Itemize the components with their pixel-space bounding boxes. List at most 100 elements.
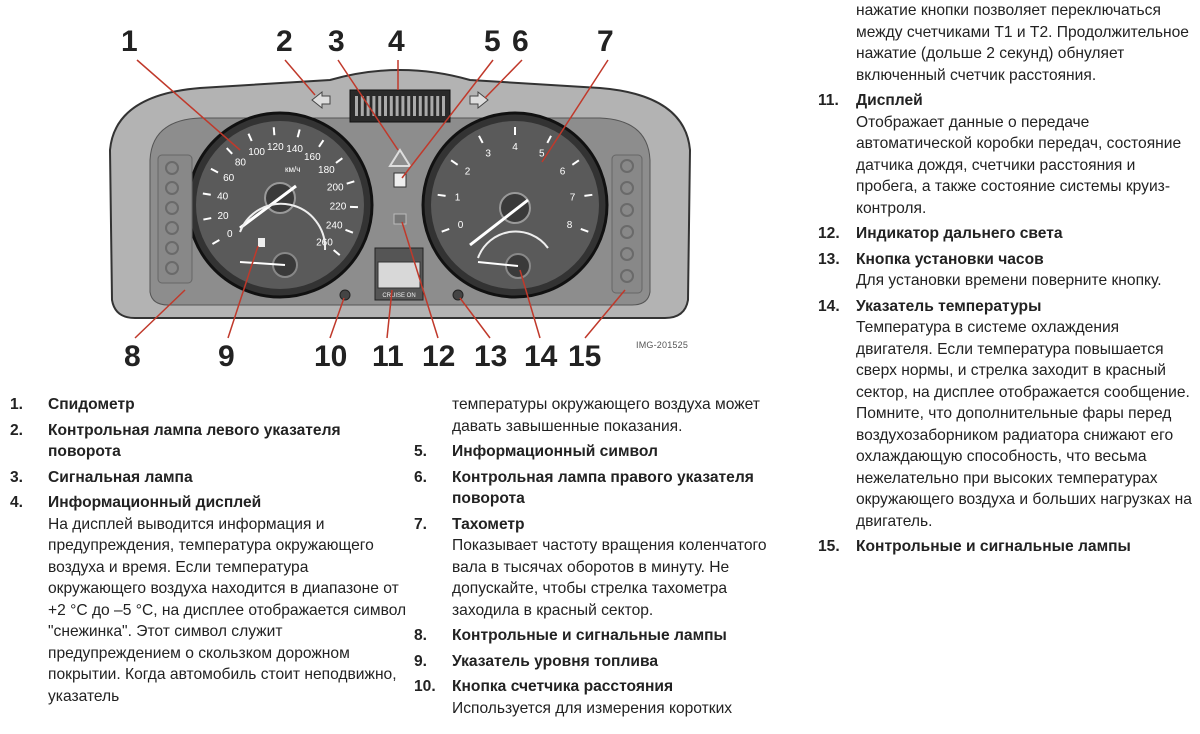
item-title: Информационный дисплей — [48, 494, 262, 511]
speed-tick — [335, 157, 343, 164]
speed-tick-label: 180 — [318, 165, 335, 176]
speed-tick-label: 200 — [327, 182, 344, 193]
continued-text: температуры окружающего воздуха может да… — [452, 396, 760, 435]
speed-tick — [211, 239, 220, 245]
item-description: Используется для измерения коротких — [452, 699, 733, 717]
right-turn-arrow-icon — [469, 90, 489, 110]
item-number: 6. — [414, 468, 428, 486]
warning-lamp-icon — [620, 247, 634, 261]
legend-item-13: 13. Кнопка установки часов Для установки… — [818, 249, 1198, 292]
item-title: Дисплей — [856, 92, 923, 109]
item-number: 11. — [818, 92, 839, 109]
legend-item-3: 3. Сигнальная лампа — [10, 467, 410, 489]
callout-10: 10 — [314, 340, 348, 373]
legend-item-15: 15. Контрольные и сигнальные лампы — [818, 536, 1198, 558]
rpm-tick-label: 8 — [567, 220, 573, 231]
rpm-tick — [571, 159, 580, 166]
display-segment — [413, 96, 416, 116]
driver-display-screen — [377, 261, 421, 289]
legend-item-10: 10. Кнопка счетчика расстояния Используе… — [414, 676, 794, 719]
display-segment — [418, 96, 422, 116]
warning-lamp-icon — [620, 159, 634, 173]
item-description: Температура в системе охлаждения двигате… — [856, 319, 1192, 530]
speed-tick — [202, 192, 211, 196]
speed-tick-label: 20 — [217, 211, 229, 222]
item-number: 9. — [414, 652, 428, 670]
speed-tick-label: 100 — [248, 147, 265, 158]
item-number: 8. — [414, 627, 428, 644]
legend-item-9: 9. Указатель уровня топлива — [414, 651, 794, 673]
speed-tick — [203, 217, 212, 221]
legend-item-1: 1. Спидометр — [10, 394, 410, 416]
driver-display-text: CRUISE ON — [382, 293, 415, 299]
speed-tick — [296, 129, 301, 138]
speed-tick-label: 120 — [267, 142, 284, 153]
speed-tick-label: 80 — [235, 158, 247, 169]
speed-tick-label: 140 — [286, 144, 303, 155]
warning-lamp-icon — [620, 269, 634, 283]
item-description: Для установки времени поверните кнопку. — [856, 272, 1162, 289]
left-turn-arrow-icon — [311, 90, 331, 110]
legend-item-7: 7. Тахометр Показывает частоту вращения … — [414, 514, 794, 622]
display-segment — [389, 96, 393, 116]
left-lamp-icons — [165, 161, 179, 275]
rpm-tick-label: 3 — [485, 149, 491, 160]
high-beam-icon — [393, 213, 407, 225]
info-display — [349, 89, 451, 123]
item-number: 7. — [414, 515, 428, 533]
display-segment — [430, 96, 434, 116]
speed-tick-label: 0 — [227, 229, 233, 240]
leader-lines — [134, 59, 626, 339]
display-segment — [401, 96, 405, 116]
speed-tick-label: 40 — [217, 191, 229, 202]
right-warning-lamps — [611, 154, 643, 294]
callout-2: 2 — [276, 25, 293, 58]
rpm-tick-label: 0 — [458, 220, 464, 231]
legend-column-3: нажатие кнопки позволяет переключаться м… — [818, 0, 1198, 562]
item-number: 3. — [10, 468, 24, 486]
display-segment — [395, 96, 399, 116]
rpm-tick — [546, 135, 552, 144]
rpm-tick-label: 4 — [512, 142, 518, 153]
item-title: Индикатор дальнего света — [856, 225, 1063, 242]
speed-tick — [345, 228, 354, 234]
callout-15: 15 — [568, 340, 602, 373]
legend-item-6: 6. Контрольная лампа правого указателя п… — [414, 467, 794, 510]
rpm-tick-label: 7 — [570, 192, 576, 203]
legend-item-5: 5. Информационный символ — [414, 441, 794, 463]
item-title: Контрольные и сигнальные лампы — [856, 538, 1131, 555]
callout-6: 6 — [512, 25, 529, 58]
warning-lamp-icon — [165, 221, 179, 235]
right-lamp-icons — [620, 159, 634, 283]
display-segment — [436, 96, 440, 116]
legend-item-4: 4. Информационный дисплей На дисплей выв… — [10, 492, 410, 707]
item-number: 4. — [10, 494, 24, 511]
display-segment — [372, 96, 376, 116]
callout-4: 4 — [388, 25, 405, 58]
rpm-tick-label: 1 — [455, 192, 461, 203]
item-description: Отображает данные о передаче автоматичес… — [856, 113, 1182, 217]
clock-button — [452, 289, 464, 301]
display-segment — [442, 96, 445, 116]
item-description: Показывает частоту вращения коленчатого … — [452, 537, 767, 619]
item-title: Указатель уровня топлива — [452, 652, 658, 670]
continued-text: нажатие кнопки позволяет переключаться м… — [856, 2, 1189, 84]
rpm-tick — [441, 228, 450, 233]
image-code: IMG-201525 — [636, 340, 689, 350]
speed-unit: км/ч — [285, 165, 300, 174]
rpm-tick-label: 6 — [560, 167, 566, 178]
warning-triangle-icon — [388, 148, 412, 167]
display-segment — [355, 96, 358, 116]
rpm-tick — [584, 193, 593, 197]
speed-tick-label: 160 — [304, 152, 321, 163]
rpm-tick-label: 5 — [539, 149, 545, 160]
speed-tick-label: 60 — [223, 173, 235, 184]
speed-tick-label: 220 — [330, 202, 347, 213]
speed-tick — [318, 139, 325, 148]
display-segment — [378, 96, 382, 116]
warning-lamp-icon — [620, 203, 634, 217]
speedometer-needle — [239, 184, 297, 230]
warning-lamp-icon — [165, 261, 179, 275]
item-title: Информационный символ — [452, 443, 658, 460]
